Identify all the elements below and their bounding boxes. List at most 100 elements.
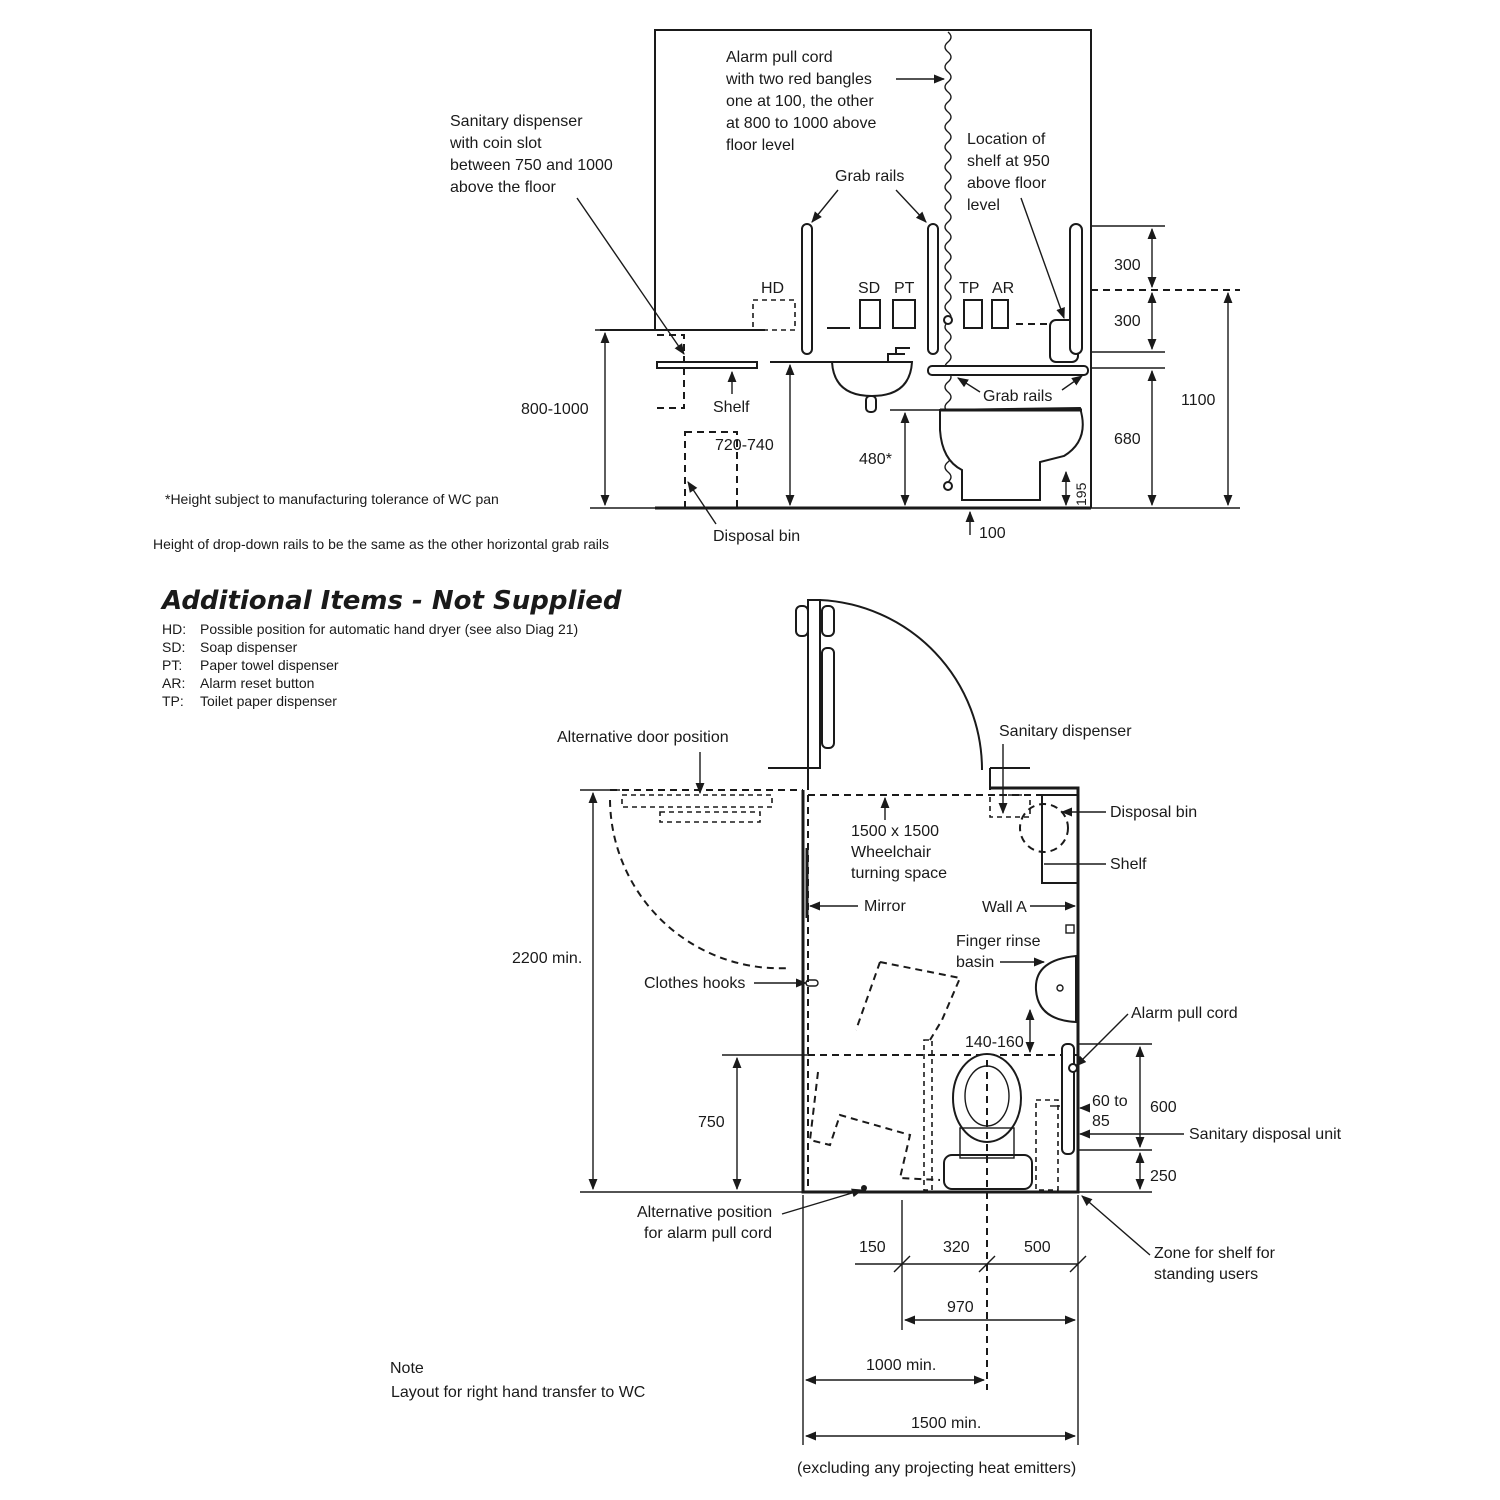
dim-300-bottom-text: 300	[1114, 313, 1141, 330]
svg-text:above floor: above floor	[967, 175, 1047, 192]
legend-code: AR:	[162, 675, 185, 691]
svg-text:turning space: turning space	[851, 865, 947, 882]
dim-600-text: 600	[1150, 1099, 1177, 1116]
wall-a-label: Wall A	[982, 899, 1027, 916]
svg-text:for alarm pull cord: for alarm pull cord	[644, 1225, 772, 1242]
wheelchair-outline	[808, 961, 962, 1181]
svg-text:standing users: standing users	[1154, 1266, 1258, 1283]
dim-320-text: 320	[943, 1239, 970, 1256]
pt-label: PT	[894, 280, 915, 297]
plan-sanitary-dispenser-label: Sanitary dispenser	[999, 723, 1132, 740]
basin-waste	[1056, 984, 1064, 992]
dim-300-top-text: 300	[1114, 257, 1141, 274]
elevation-view: Alarm pull cord with two red bangles one…	[153, 29, 1240, 552]
plan-shelf	[1041, 794, 1079, 884]
svg-text:1500 x 1500: 1500 x 1500	[851, 823, 939, 840]
door-swing-arc	[819, 599, 984, 771]
sanitary-unit-label: Sanitary disposal unit	[1189, 1126, 1342, 1143]
horizontal-grab-rail	[927, 365, 1089, 376]
alt-alarm-leader	[781, 1188, 864, 1215]
door-handle-outer	[795, 605, 809, 637]
finger-rinse-basin	[1034, 954, 1077, 1024]
svg-text:between 750 and 1000: between 750 and 1000	[450, 157, 613, 174]
alt-door-rail-2	[659, 811, 761, 823]
note-text: Layout for right hand transfer to WC	[391, 1384, 645, 1401]
legend-code: PT:	[162, 657, 182, 673]
vertical-grab-rail-right	[927, 223, 939, 355]
shelf-zone-label: Zone for shelf for standing users	[1154, 1245, 1276, 1283]
grab-rails-label: Grab rails	[835, 168, 904, 185]
svg-text:shelf at 950: shelf at 950	[967, 153, 1050, 170]
drop-down-rail	[923, 1039, 933, 1191]
disposal-bin-leader	[687, 481, 717, 525]
shelf-elevation	[656, 361, 758, 369]
grab-rails-low-leader-left	[957, 377, 981, 393]
shelf-zone-leader	[1081, 1195, 1151, 1256]
dim-680-text: 680	[1114, 431, 1141, 448]
alarm-bangle-upper	[943, 315, 953, 325]
alarm-reset-box	[991, 299, 1009, 329]
plan-disposal-bin	[1019, 803, 1069, 853]
ar-label: AR	[992, 280, 1014, 297]
plan-sanitary-dispenser	[989, 794, 1031, 818]
sanitary-dispenser-leader	[576, 197, 685, 355]
shelf-location-leader	[1020, 197, 1065, 320]
legend-text: Toilet paper dispenser	[200, 693, 337, 709]
tolerance-note: *Height subject to manufacturing toleran…	[165, 491, 499, 507]
elevation-wall-outline	[654, 29, 1092, 508]
svg-text:Finger rinse: Finger rinse	[956, 933, 1041, 950]
plan-alarm-label: Alarm pull cord	[1131, 1005, 1238, 1022]
svg-text:Wheelchair: Wheelchair	[851, 844, 932, 861]
plan-shelf-label: Shelf	[1110, 856, 1147, 873]
hand-dryer-box	[752, 299, 796, 331]
alarm-bangle-lower	[943, 481, 953, 491]
dim-720-740-text: 720-740	[715, 437, 774, 454]
alarm-cord-label: Alarm pull cord with two red bangles one…	[725, 49, 876, 154]
shelf-location-label: Location of shelf at 950 above floor lev…	[967, 131, 1050, 214]
door-handle-inner	[821, 605, 835, 637]
legend-text: Possible position for automatic hand dry…	[200, 621, 578, 637]
legend-text: Paper towel dispenser	[200, 657, 339, 673]
svg-text:one at 100, the other: one at 100, the other	[726, 93, 874, 110]
vertical-grab-rail-left	[801, 223, 813, 355]
legend-text: Alarm reset button	[200, 675, 314, 691]
svg-text:Alternative position: Alternative position	[637, 1204, 772, 1221]
sanitary-dispenser-dashed	[657, 334, 685, 409]
plan-view: Alternative door position 1500 x 1500 Wh…	[390, 599, 1342, 1477]
finger-basin-label: Finger rinse basin	[956, 933, 1041, 971]
dim-60-85-text: 60 to 85	[1092, 1093, 1128, 1130]
toilet-paper-box	[963, 299, 983, 329]
legend: Additional Items - Not Supplied HD: Poss…	[160, 586, 622, 709]
mirror-label: Mirror	[864, 898, 906, 915]
alt-door-rail	[621, 794, 773, 808]
svg-text:basin: basin	[956, 954, 994, 971]
dim-1000-text: 1000 min.	[866, 1357, 936, 1374]
clothes-hooks-label: Clothes hooks	[644, 975, 745, 992]
dim-1100-text: 1100	[1181, 392, 1216, 409]
dim-970-text: 970	[947, 1299, 974, 1316]
disposal-bin-label: Disposal bin	[713, 528, 800, 545]
svg-text:above the floor: above the floor	[450, 179, 557, 196]
dim-140-160-text: 140-160	[965, 1034, 1024, 1051]
drop-down-note: Height of drop-down rails to be the same…	[153, 536, 609, 552]
dim-250-text: 250	[1150, 1168, 1177, 1185]
svg-text:Zone for shelf for: Zone for shelf for	[1154, 1245, 1276, 1262]
dim-1500-text: 1500 min.	[911, 1415, 981, 1432]
heat-emitters-note: (excluding any projecting heat emitters)	[797, 1460, 1076, 1477]
dim-800-1000-text: 800-1000	[521, 401, 589, 418]
basin-tap	[887, 347, 910, 362]
basin-tap-plan	[1065, 924, 1075, 934]
alt-alarm-label: Alternative position for alarm pull cord	[637, 1204, 772, 1242]
grab-rails-low-label: Grab rails	[983, 388, 1052, 405]
dim-480-text: 480*	[859, 451, 892, 468]
legend-code: SD:	[162, 639, 185, 655]
dim-2200-text: 2200 min.	[512, 950, 582, 967]
door-pull-rail	[821, 647, 835, 749]
shelf-label: Shelf	[713, 399, 750, 416]
sanitary-disposal-unit	[1035, 1099, 1059, 1191]
dim-150-text: 150	[859, 1239, 886, 1256]
svg-text:Location of: Location of	[967, 131, 1046, 148]
sd-label: SD	[858, 280, 880, 297]
turning-space-label: 1500 x 1500 Wheelchair turning space	[851, 823, 947, 882]
